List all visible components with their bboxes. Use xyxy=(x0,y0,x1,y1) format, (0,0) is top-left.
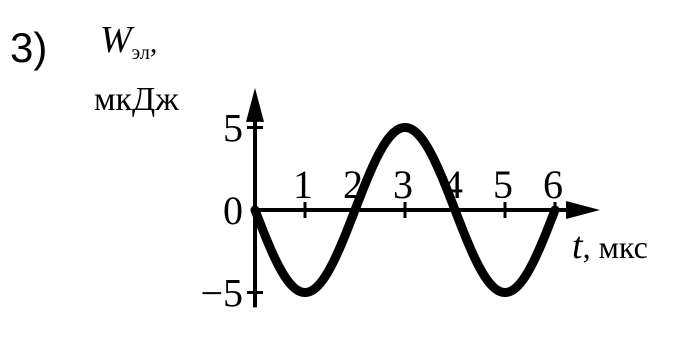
y-tick-label: 5 xyxy=(223,106,243,151)
y-axis-comma: , xyxy=(150,26,158,59)
x-tick-label: 3 xyxy=(393,162,413,207)
y-axis-label: Wэл, xyxy=(100,19,157,64)
x-tick-label: 6 xyxy=(543,162,563,207)
option-label: 3) xyxy=(10,24,47,71)
x-tick-label: 1 xyxy=(293,162,313,207)
y-tick-label: −5 xyxy=(200,271,243,316)
x-tick-label: 5 xyxy=(493,162,513,207)
x-axis-arrow xyxy=(566,201,600,219)
x-axis-symbol: t xyxy=(572,225,584,267)
y-axis-symbol: W xyxy=(100,19,135,61)
y-tick-label: 0 xyxy=(223,188,243,233)
series-curve xyxy=(250,123,560,297)
y-axis-unit: мкДж xyxy=(94,81,179,118)
x-axis-label: t, мкс xyxy=(572,225,648,267)
y-axis-arrow xyxy=(246,87,264,122)
x-axis-unit: , мкс xyxy=(583,229,648,265)
y-axis-subscript: эл xyxy=(132,42,150,64)
